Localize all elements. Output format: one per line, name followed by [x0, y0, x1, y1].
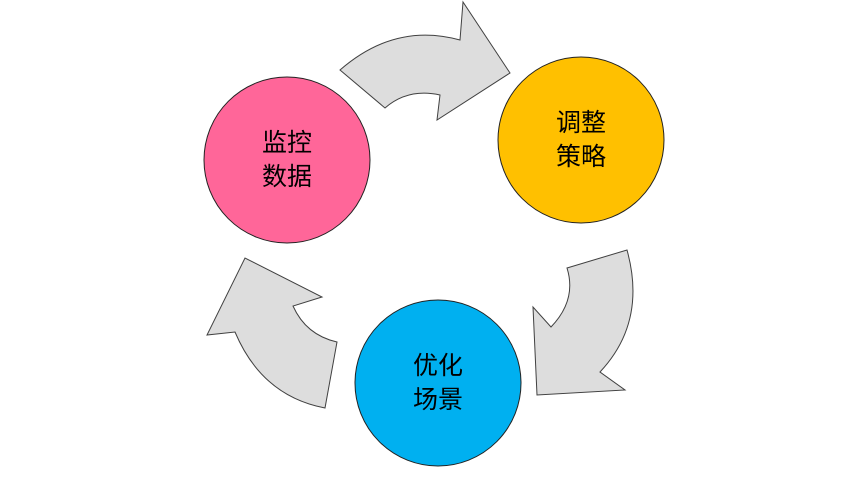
node-adjust-line1: 调整: [555, 108, 606, 137]
arrow-monitor-to-adjust: [339, 0, 511, 121]
node-monitor-label: 监控 数据: [217, 126, 357, 194]
node-optimize-label: 优化 场景: [368, 349, 508, 417]
node-adjust-label: 调整 策略: [511, 106, 651, 174]
node-adjust-line2: 策略: [555, 142, 606, 171]
node-monitor-line2: 数据: [261, 162, 312, 191]
node-optimize-line1: 优化: [412, 351, 463, 380]
node-monitor-circle: [203, 76, 371, 244]
node-adjust-circle: [497, 56, 665, 224]
arrow-adjust-to-optimize: [532, 249, 634, 396]
node-optimize-line2: 场景: [412, 385, 463, 414]
node-optimize-circle: [354, 299, 522, 467]
arrow-optimize-to-monitor: [206, 257, 338, 409]
node-monitor-line1: 监控: [261, 128, 312, 157]
